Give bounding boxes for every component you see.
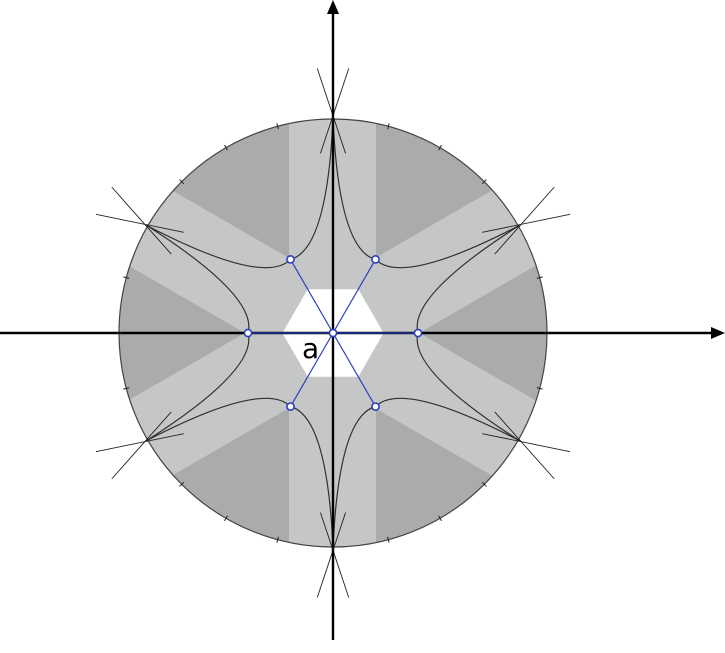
asymptote-1-1 (316, 68, 346, 154)
tick-8 (276, 123, 279, 130)
tick-15 (144, 438, 151, 442)
tick-2 (536, 276, 543, 279)
point-5 (286, 402, 295, 412)
center-label: a (302, 332, 319, 365)
point-2 (371, 254, 380, 264)
tick-10 (179, 179, 185, 185)
asymptote-lines (95, 68, 571, 598)
tick-24 (536, 387, 543, 390)
tick-6 (387, 123, 390, 130)
tick-3 (515, 224, 522, 228)
point-6 (371, 402, 380, 412)
points (243, 254, 423, 412)
asymptote-5-1 (482, 433, 571, 453)
tick-4 (481, 179, 487, 185)
point-4 (243, 328, 253, 338)
x-axis-arrowhead (711, 327, 725, 339)
tick-21 (438, 515, 442, 522)
point-3 (286, 254, 295, 264)
tick-12 (123, 276, 130, 279)
tick-22 (481, 481, 487, 487)
vector-3 (289, 259, 334, 334)
vector-5 (289, 332, 334, 407)
tick-23 (515, 438, 522, 442)
tick-9 (224, 144, 228, 151)
tick-5 (438, 144, 442, 151)
asymptote-3-2 (95, 433, 184, 453)
tick-17 (224, 515, 228, 522)
tick-14 (123, 387, 130, 390)
y-axis-arrowhead (327, 0, 339, 14)
vectors (248, 259, 418, 407)
asymptote-6-2 (482, 213, 571, 233)
tick-16 (179, 481, 185, 487)
vector-2 (332, 259, 377, 334)
center-point (328, 328, 338, 338)
asymptote-4-1 (320, 512, 350, 598)
tick-18 (276, 536, 279, 543)
tick-20 (387, 536, 390, 543)
asymptote-2-1 (95, 213, 184, 233)
asymptote-5-2 (494, 411, 555, 480)
vector-6 (332, 332, 377, 407)
circle-ticks (116, 116, 550, 550)
asymptote-1-2 (320, 68, 350, 154)
asymptote-6-1 (494, 186, 555, 255)
point-1 (413, 328, 423, 338)
asymptote-2-2 (111, 186, 172, 255)
asymptote-3-1 (111, 411, 172, 480)
tick-11 (144, 224, 151, 228)
asymptote-4-2 (316, 512, 346, 598)
